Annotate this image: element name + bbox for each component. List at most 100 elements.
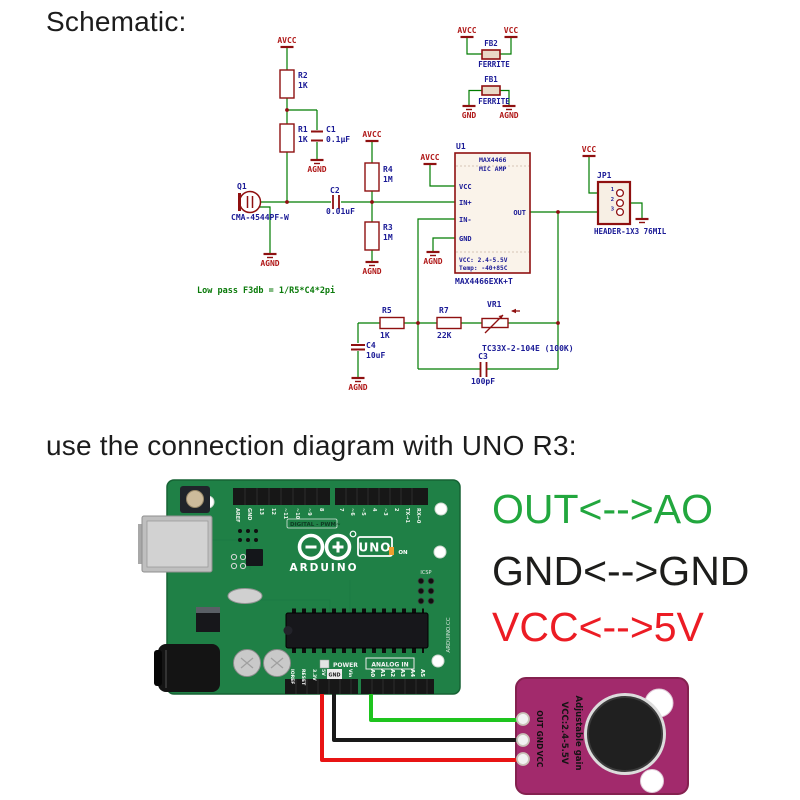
svg-text:~10: ~10 xyxy=(294,508,300,520)
svg-text:R5: R5 xyxy=(382,306,392,315)
power-pin-labels: IOREF RESET 3.3V 5V Vin xyxy=(289,669,353,686)
svg-text:2: 2 xyxy=(611,197,614,203)
svg-text:ANALOG IN: ANALOG IN xyxy=(371,662,408,669)
svg-text:JP1: JP1 xyxy=(597,171,612,180)
net-avcc: AVCC xyxy=(277,36,296,45)
svg-text:GND: GND xyxy=(459,235,472,243)
svg-text:AREF: AREF xyxy=(234,508,240,523)
svg-text:~5: ~5 xyxy=(360,508,366,516)
digital-caption: DIGITAL - PWM~ xyxy=(286,518,341,529)
usb-interface-chip xyxy=(246,549,263,566)
svg-text:OUT: OUT xyxy=(535,710,544,728)
svg-text:1: 1 xyxy=(611,187,615,193)
svg-text:1K: 1K xyxy=(380,331,390,340)
gnd-pin-label: GND xyxy=(327,669,342,679)
power-header xyxy=(285,679,358,694)
svg-text:U1: U1 xyxy=(456,142,466,151)
svg-text:22K: 22K xyxy=(437,331,452,340)
net-agnd: AGND xyxy=(307,165,326,174)
svg-text:0.01uF: 0.01uF xyxy=(326,207,355,216)
capacitor-c4: C4 10uF xyxy=(351,341,385,360)
resistor-r2: R2 1K xyxy=(279,69,308,99)
svg-text:TX→1: TX→1 xyxy=(404,508,410,523)
module-spec-text: VCC:2.4-5.5V Adjustable gain xyxy=(559,696,583,771)
svg-text:POWER: POWER xyxy=(333,662,358,669)
net-avcc: AVCC xyxy=(362,130,381,139)
potentiometer-vr1: VR1 TC33X-2-104E (100K) xyxy=(481,300,574,353)
svg-text:VCC: 2.4-5.5V: VCC: 2.4-5.5V xyxy=(459,257,508,264)
on-led: ON xyxy=(389,547,408,556)
svg-text:FERRITE: FERRITE xyxy=(478,60,510,69)
microphone-module: VCC:2.4-5.5V Adjustable gain OUT GND VCC xyxy=(515,677,689,795)
arduino-brand-label: ARDUINO xyxy=(289,562,358,574)
svg-text:7: 7 xyxy=(338,508,344,512)
svg-text:A3: A3 xyxy=(399,669,405,677)
svg-text:100pF: 100pF xyxy=(471,377,495,386)
svg-text:8: 8 xyxy=(318,508,324,512)
solder-pads xyxy=(230,553,247,570)
electrolytic-capacitors xyxy=(233,649,291,677)
atmega-chip xyxy=(283,608,429,653)
power-jack xyxy=(154,644,220,692)
svg-text:DIGITAL - PWM~: DIGITAL - PWM~ xyxy=(290,522,341,528)
svg-text:MAX4466: MAX4466 xyxy=(479,156,506,164)
svg-text:HEADER-1X3 76MIL: HEADER-1X3 76MIL xyxy=(594,227,667,236)
icsp-header: ICSP xyxy=(417,570,435,605)
svg-text:Vin: Vin xyxy=(347,669,353,677)
svg-text:10uF: 10uF xyxy=(366,351,385,360)
resistor-r1: R1 1K xyxy=(279,123,308,153)
svg-text:~6: ~6 xyxy=(349,508,355,516)
svg-text:GND: GND xyxy=(329,673,341,679)
svg-text:~9: ~9 xyxy=(306,508,312,516)
svg-text:IOREF: IOREF xyxy=(289,669,295,684)
power-caption: POWER xyxy=(319,659,358,669)
svg-text:4: 4 xyxy=(371,508,377,512)
module-pin-pads xyxy=(516,712,530,766)
ic-u1-max4466: U1 MAX4466 MIC AMP VCC IN+ IN- GND OUT V… xyxy=(454,142,531,286)
jumper-wires xyxy=(320,694,520,762)
schematic-wires xyxy=(258,37,643,378)
mounting-hole xyxy=(640,769,664,793)
svg-text:UNO: UNO xyxy=(359,541,392,555)
svg-text:GND: GND xyxy=(535,731,544,750)
schematic-diagram: AVCC AVCC AVCC AVCC VCC VCC AGND AGND AG… xyxy=(197,26,667,392)
svg-text:A4: A4 xyxy=(409,669,415,677)
reset-button xyxy=(180,486,210,513)
svg-text:3.3V: 3.3V xyxy=(311,669,317,681)
ground-symbols xyxy=(263,104,649,383)
svg-text:~3: ~3 xyxy=(382,508,388,516)
svg-text:2: 2 xyxy=(393,508,399,512)
resistor-r5: R5 1K xyxy=(379,306,405,340)
wire-a0-out xyxy=(369,694,520,722)
svg-text:MAX4466EXK+T: MAX4466EXK+T xyxy=(455,277,513,286)
net-vcc: VCC xyxy=(504,26,519,35)
svg-text:A5: A5 xyxy=(419,669,425,677)
svg-text:C4: C4 xyxy=(366,341,376,350)
net-agnd: AGND xyxy=(260,259,279,268)
svg-text:1K: 1K xyxy=(298,81,308,90)
analog-header xyxy=(361,679,434,694)
net-agnd: AGND xyxy=(362,267,381,276)
lowpass-formula-note: Low pass F3db = 1/R5*C4*2pi xyxy=(197,285,335,296)
svg-text:C2: C2 xyxy=(330,186,340,195)
net-agnd: AGND xyxy=(348,383,367,392)
crystal-oscillator xyxy=(227,588,263,604)
resistor-r7: R7 22K xyxy=(436,306,462,340)
svg-text:IN-: IN- xyxy=(459,216,472,224)
capacitor-c2: C2 0.01uF xyxy=(326,186,355,216)
svg-text:FB2: FB2 xyxy=(484,39,498,48)
svg-text:FB1: FB1 xyxy=(484,75,498,84)
svg-text:CMA-4544PF-W: CMA-4544PF-W xyxy=(231,213,289,222)
wire-gnd-gnd xyxy=(332,694,520,742)
svg-text:OUT: OUT xyxy=(513,209,526,217)
svg-text:0.1µF: 0.1µF xyxy=(326,135,350,144)
svg-text:Q1: Q1 xyxy=(237,182,247,191)
power-symbols xyxy=(280,35,596,166)
svg-text:3: 3 xyxy=(611,207,614,213)
mapping-vcc-5v: VCC<-->5V xyxy=(492,604,704,650)
svg-text:R7: R7 xyxy=(439,306,449,315)
svg-text:1M: 1M xyxy=(383,175,393,184)
svg-text:A1: A1 xyxy=(379,669,385,677)
ferrite-fb1: FB1 FERRITE xyxy=(478,75,510,106)
arduino-logo xyxy=(297,530,357,561)
